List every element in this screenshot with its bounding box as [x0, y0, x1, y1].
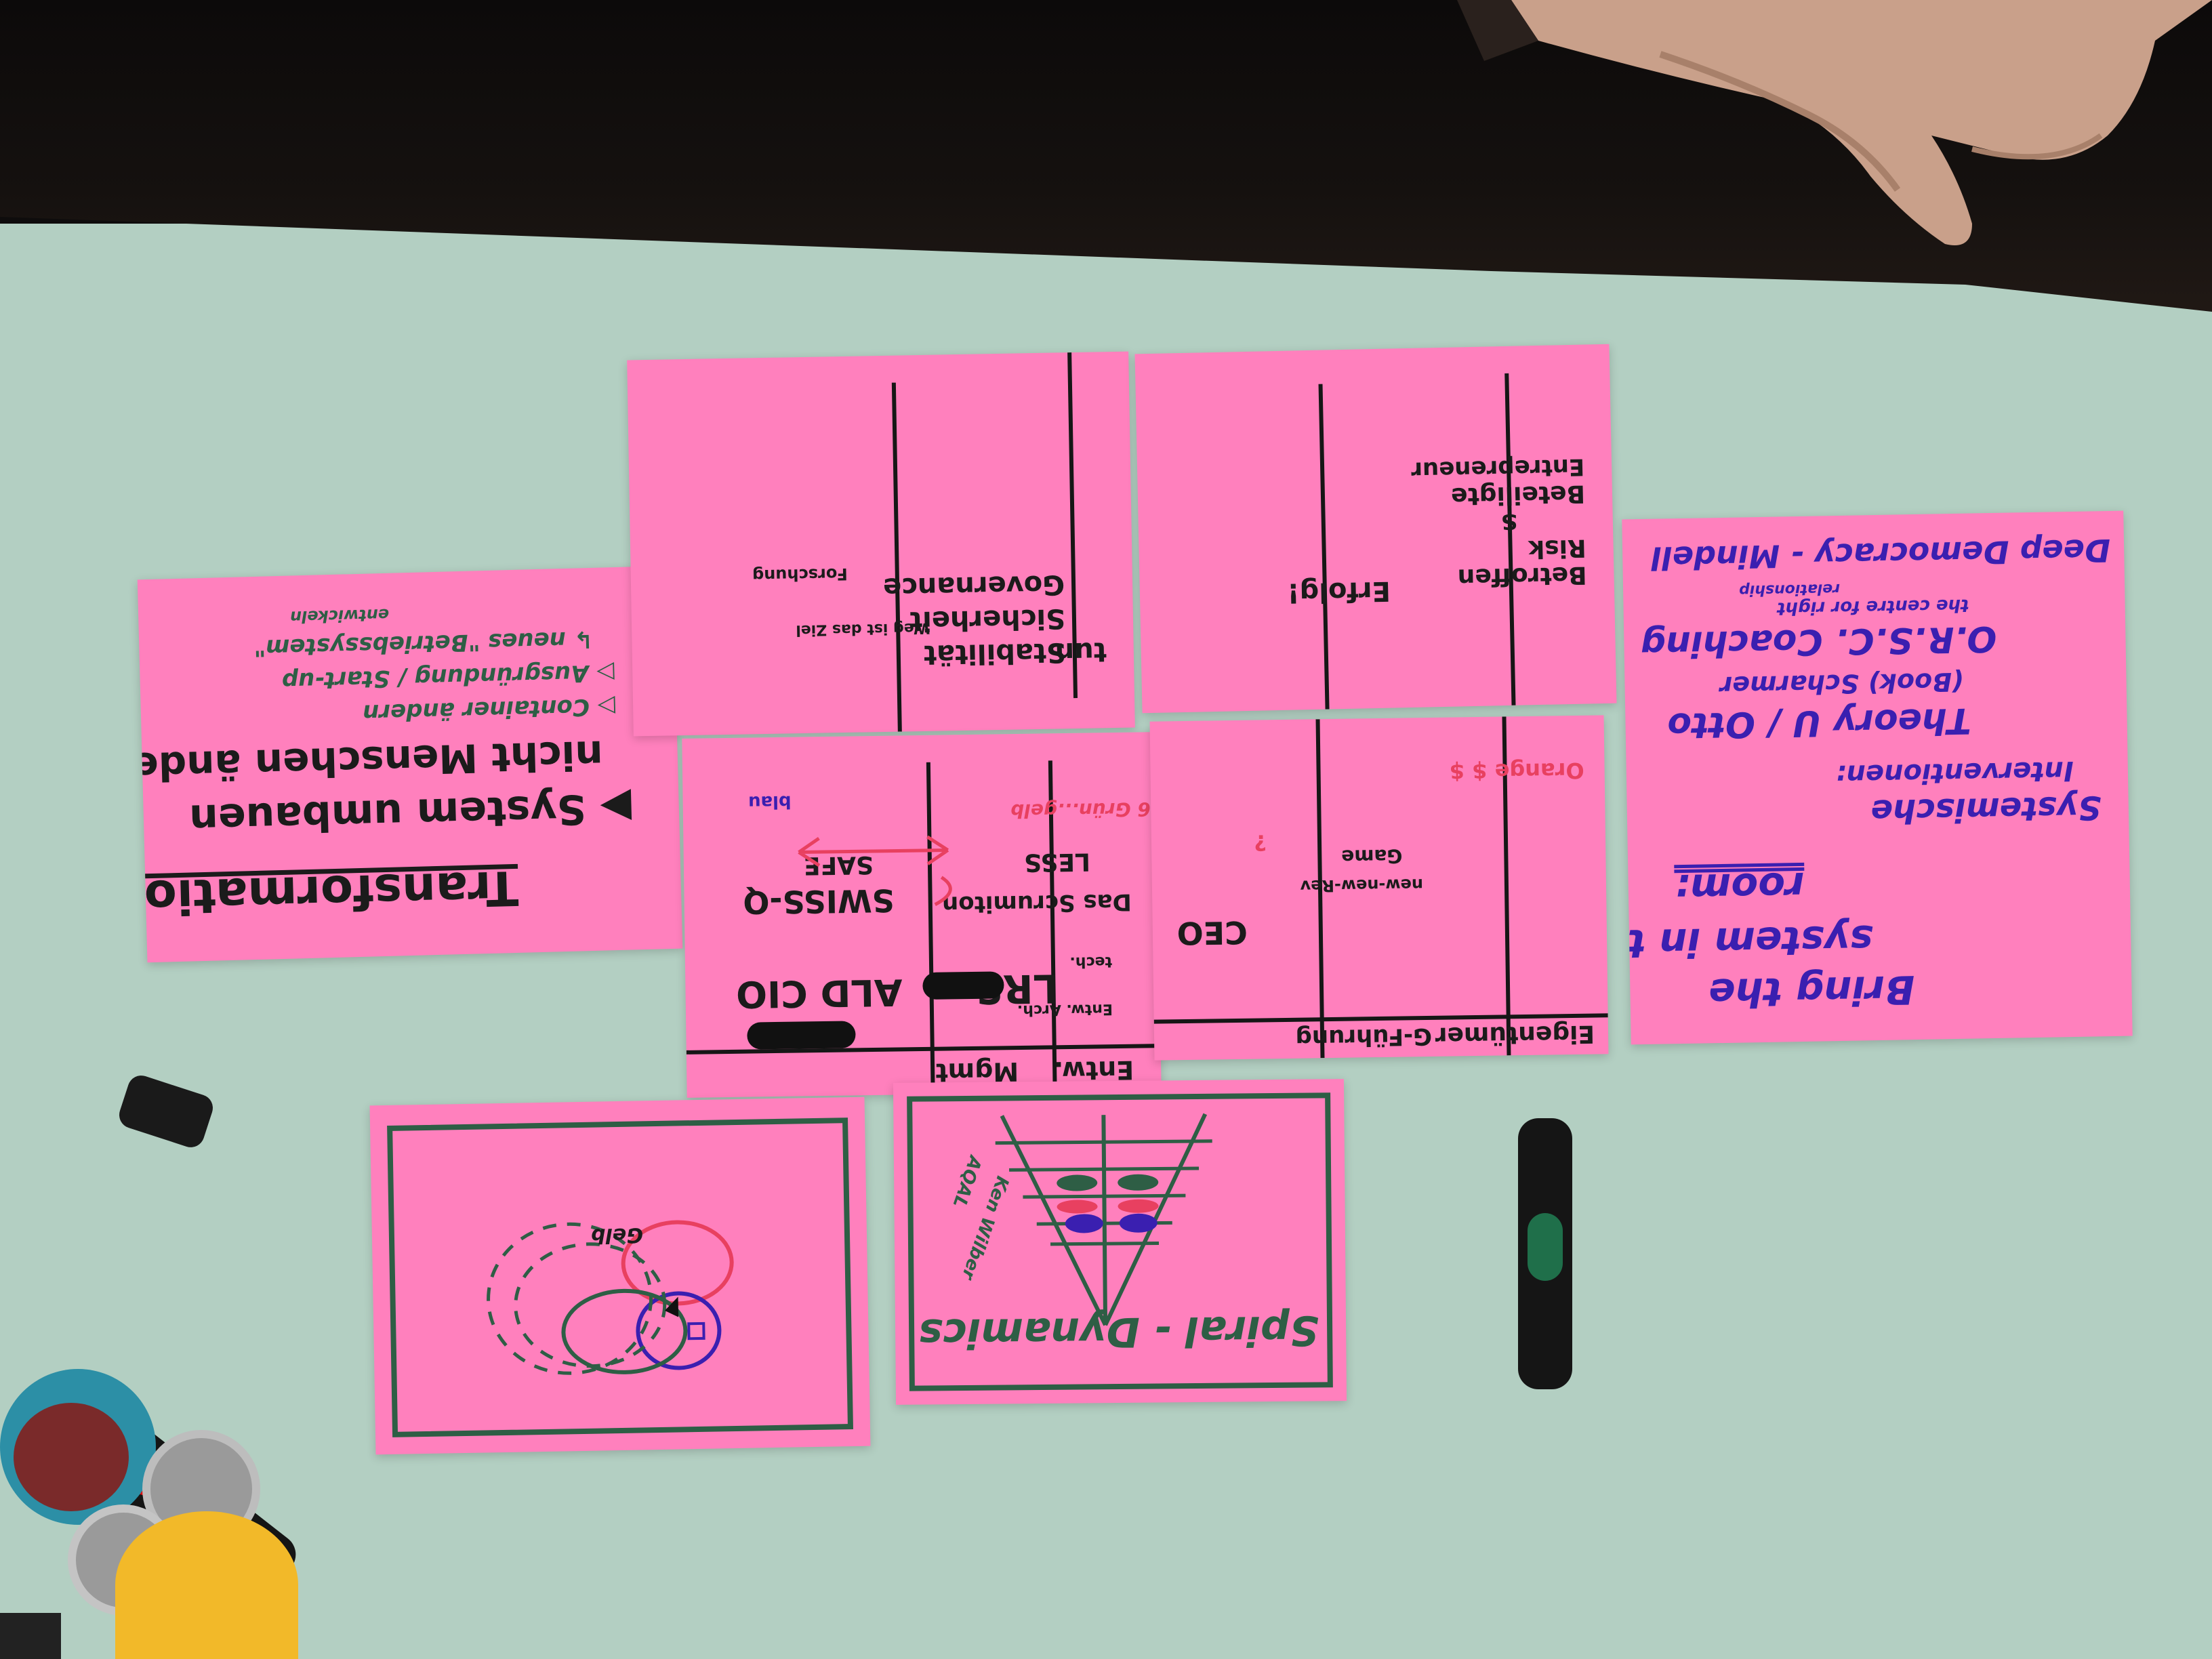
- spiral-dynamics-card: Spiral - Dynamics Ken Wilber AQAL: [893, 1079, 1347, 1405]
- blackout-mark: [922, 971, 1004, 1000]
- grid-bl-tech: tech.: [1069, 953, 1113, 970]
- grid-card-top-left: tun Stabilität Sicherheit Governance Weg…: [627, 351, 1135, 737]
- systemic-card: Bring the system in the room: Systemisch…: [1622, 510, 2133, 1045]
- dark-box: [0, 1613, 61, 1659]
- systemic-line11: Deep Democracy - Mindell: [1651, 531, 2111, 577]
- grid-br-gfuehrung: G-Führung: [1295, 1022, 1433, 1052]
- systemic-line1: Bring the: [1708, 966, 1916, 1017]
- grid-tl-sicherheit: Sicherheit: [909, 602, 1066, 637]
- grid-br-newnew: new-new-Rev: [1300, 875, 1424, 896]
- grid-br-ceo: CEO: [1176, 914, 1248, 952]
- venn-label: Gelb: [590, 1223, 644, 1248]
- systemic-line2: system in the: [1622, 916, 1874, 968]
- grid-tr-risk: Risk: [1528, 533, 1587, 563]
- venn-drawing: [487, 1220, 734, 1375]
- grid-br-game: Game: [1341, 844, 1403, 868]
- systemic-line6: Theory U / Otto: [1666, 699, 1972, 746]
- transformation-line3: ▷ Container ändern: [362, 693, 616, 726]
- pyramid-drawing: [995, 1113, 1212, 1326]
- grid-tr-betroffen: Betroffen: [1457, 560, 1587, 592]
- grid-bl-entw-arch: Entw. Arch.: [1017, 1000, 1113, 1019]
- systemic-line7: (Book) Scharmer: [1719, 666, 1964, 701]
- grid-card-bottom-right: Eigentümer G-Führung CEO new-new-Rev Gam…: [1149, 715, 1609, 1061]
- grid-tl-stabilitaet: Stabilität: [923, 636, 1067, 670]
- red-arrow: [798, 835, 952, 906]
- transformation-line4: ▷ Ausgründung / Start-up: [281, 659, 615, 695]
- transformation-card: Transformation ▶ System umbauen nicht Me…: [137, 565, 683, 963]
- spiral-author2: AQAL: [948, 1153, 985, 1211]
- transformation-line2: nicht Menschen ändern.: [137, 731, 604, 792]
- transformation-line5: ↳ neues "Betriebssystem": [253, 625, 594, 661]
- transformation-title: Transformation: [137, 859, 519, 926]
- transformation-line6: entwickeln: [289, 605, 390, 627]
- cup-contents: [14, 1403, 129, 1511]
- grid-br-eigentuemer: Eigentümer: [1435, 1019, 1595, 1050]
- grid-card-bottom-left: Entw. Mgmt LRS Entw. Arch. tech. ALD CIO…: [682, 732, 1162, 1098]
- marker-label: [1528, 1213, 1563, 1281]
- yellow-candle: [115, 1511, 298, 1659]
- grid-tr-erfolg: Erfolg!: [1286, 575, 1391, 609]
- systemic-line9: the centre for right: [1776, 594, 1969, 619]
- grid-tl-weg: Weg ist das Ziel: [796, 619, 930, 639]
- grid-tl-forschung: Forschung: [752, 564, 848, 586]
- systemic-line5: Interventionen:: [1835, 754, 2074, 791]
- grid-br-question: ?: [1254, 830, 1267, 856]
- hands-image: [1457, 0, 2212, 245]
- grid-tr-dollar: $: [1500, 508, 1519, 537]
- grid-br-orange: Orange $ $: [1449, 757, 1584, 785]
- grid-bl-ald: ALD CIO: [735, 970, 903, 1016]
- grid-tr-entrepreneur: Entrepreneur: [1410, 453, 1585, 484]
- venn-card: Gelb: [369, 1097, 871, 1455]
- grid-tr-beteiligte: Beteiligte: [1450, 479, 1586, 510]
- systemic-line8: O.R.S.C. Coaching: [1640, 617, 1997, 665]
- black-marker: [1518, 1118, 1572, 1389]
- grid-tl-governance: Governance: [882, 569, 1065, 603]
- spiral-title: Spiral - Dynamics: [918, 1306, 1319, 1357]
- systemic-line4: Systemische: [1870, 788, 2102, 831]
- systemic-line10: relationship: [1738, 579, 1841, 599]
- blackout-mark: [747, 1021, 856, 1050]
- systemic-line3: room:: [1674, 863, 1805, 912]
- grid-card-top-right: Erfolg! Betroffen Risk $ Beteiligte Entr…: [1134, 344, 1617, 714]
- transformation-line1: ▶ System umbauen: [188, 783, 632, 843]
